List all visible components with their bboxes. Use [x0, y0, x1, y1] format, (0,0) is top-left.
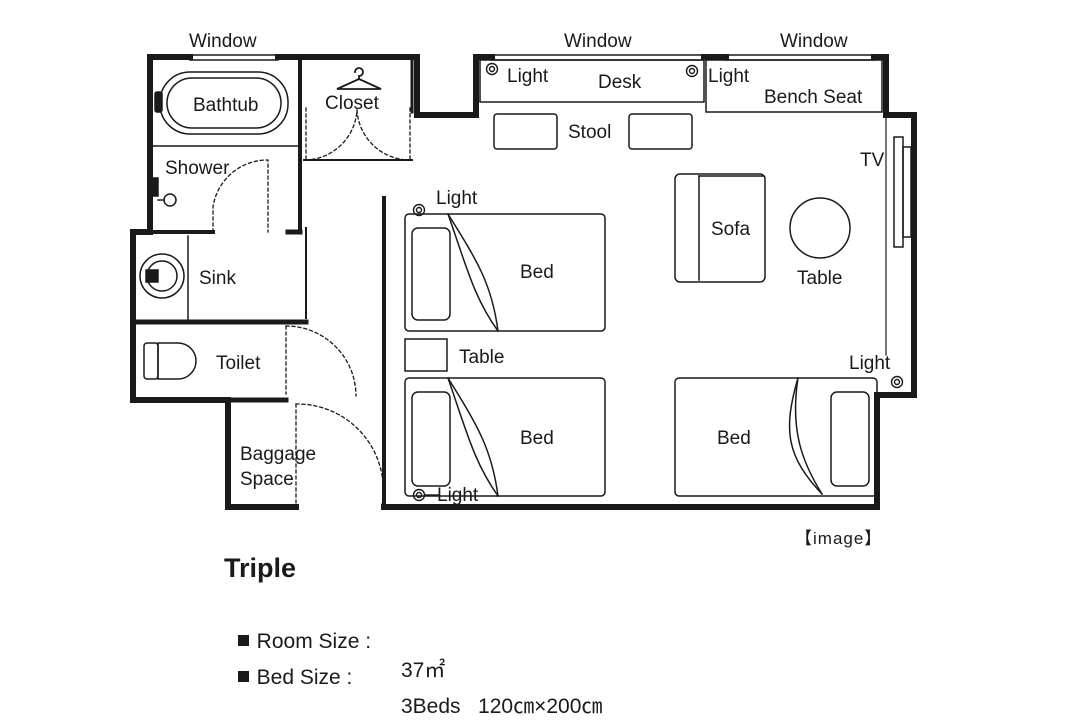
shower-door	[212, 159, 269, 233]
interior-walls	[130, 58, 414, 509]
label-light-bed-bottom: Light	[437, 485, 479, 506]
sink-fixture	[139, 235, 189, 321]
label-bathtub: Bathtub	[193, 95, 259, 116]
side-table	[404, 338, 448, 372]
label-bed-top: Bed	[520, 262, 554, 283]
label-tv: TV	[860, 150, 885, 171]
label-light-desk-right: Light	[708, 66, 750, 87]
toilet-fixture	[143, 342, 197, 380]
label-closet: Closet	[325, 93, 380, 114]
label-table-round: Table	[797, 268, 842, 289]
bench-seat	[705, 59, 883, 113]
shower-fixture	[152, 177, 177, 207]
desk	[479, 59, 705, 103]
bed-right	[674, 377, 878, 497]
label-light-right: Light	[849, 353, 891, 374]
label-window-right: Window	[780, 31, 848, 52]
bed-size-value: 3Beds 120㎝×200㎝	[401, 695, 603, 718]
lamps	[412, 62, 904, 502]
round-table	[789, 197, 851, 259]
hanger-icon	[336, 67, 382, 90]
label-baggage-line1: Baggage	[240, 444, 316, 465]
label-baggage-line2: Space	[240, 469, 294, 490]
bullet-square-icon	[237, 635, 249, 646]
image-caption: 【image】	[795, 529, 883, 548]
label-bench-seat: Bench Seat	[764, 87, 863, 108]
bathtub	[154, 71, 289, 135]
baggage-door	[295, 403, 384, 506]
spec-room-size: Room Size : 37㎡	[226, 606, 445, 682]
spec-bed-size: Bed Size : 3Beds 120㎝×200㎝	[226, 642, 602, 718]
label-table-side: Table	[459, 347, 504, 368]
label-window-center: Window	[564, 31, 632, 52]
label-stool: Stool	[568, 122, 611, 143]
label-shower: Shower	[165, 158, 230, 179]
toilet-door	[285, 325, 357, 397]
room-type-title: Triple	[224, 553, 297, 583]
bullet-square-icon	[237, 671, 249, 682]
label-light-desk-left: Light	[507, 66, 549, 87]
label-toilet: Toilet	[216, 353, 261, 374]
tv	[893, 136, 912, 248]
floor-plan: Window Window Window Bathtub Closet Show…	[130, 31, 917, 510]
plan-labels: Window Window Window Bathtub Closet Show…	[165, 31, 891, 506]
stools	[493, 113, 693, 150]
room-size-value: 37㎡	[401, 659, 446, 682]
label-light-bed-top: Light	[436, 188, 478, 209]
bed-size-label: Bed Size :	[256, 666, 353, 689]
bed-bottom-left	[404, 376, 606, 498]
label-bed-right: Bed	[717, 428, 751, 449]
room-size-label: Room Size :	[256, 630, 372, 653]
label-sofa: Sofa	[711, 219, 751, 240]
label-sink: Sink	[199, 268, 236, 289]
label-desk: Desk	[598, 72, 642, 93]
label-bed-bottom-left: Bed	[520, 428, 554, 449]
label-window-left: Window	[189, 31, 257, 52]
closet-doors	[305, 107, 411, 161]
bed-top	[404, 212, 606, 333]
sofa	[674, 173, 766, 283]
